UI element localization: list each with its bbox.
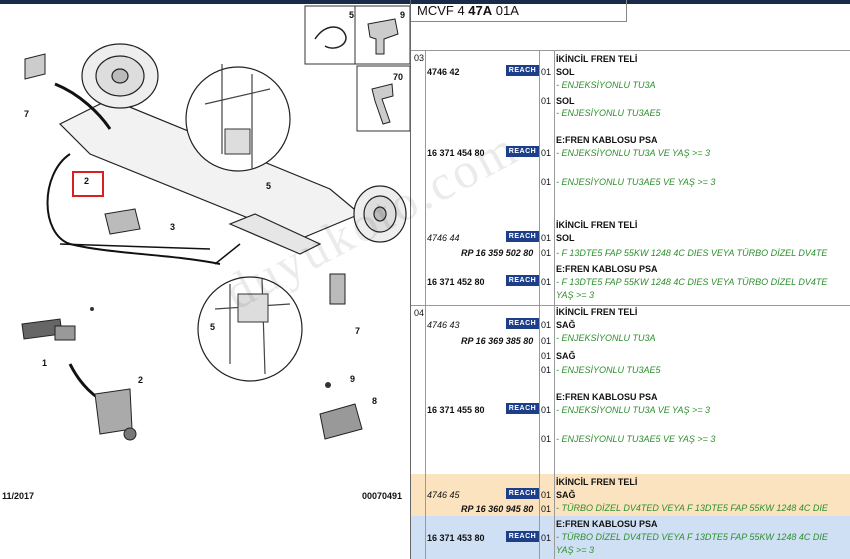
reach-badge: REACH — [506, 146, 539, 157]
callout-9b: 9 — [400, 10, 405, 20]
part-qty: 01 — [541, 405, 552, 415]
callout-3: 3 — [170, 222, 175, 232]
reach-badge: REACH — [506, 488, 539, 499]
drawing-number: 00070491 — [362, 491, 402, 501]
diagram-date: 11/2017 — [2, 491, 34, 501]
part-heading: E:FREN KABLOSU PSA — [556, 392, 658, 402]
callout-7a: 7 — [24, 109, 29, 119]
reach-badge: REACH — [506, 231, 539, 242]
part-line: - ENJESİYONLU TU3AE5 VE YAŞ >= 3 — [556, 434, 716, 444]
panel-divider — [410, 0, 411, 559]
callout-5b: 5 — [210, 322, 215, 332]
part-qty: 01 — [541, 490, 552, 500]
part-ref[interactable]: 16 371 452 80 — [427, 277, 485, 287]
group-code: 04 — [414, 308, 425, 318]
top-bar — [0, 0, 850, 4]
part-qty: 01 — [541, 434, 552, 444]
part-line: SOL — [556, 233, 575, 243]
part-line: - ENJEKSİYONLU TU3A VE YAŞ >= 3 — [556, 148, 711, 158]
part-qty: 01 — [541, 67, 552, 77]
part-line: - ENJEKSİYONLU TU3A VE YAŞ >= 3 — [556, 405, 711, 415]
part-line: - F 13DTE5 FAP 55KW 1248 4C DIES VEYA TÜ… — [556, 277, 828, 287]
catalog-title: MCVF 4 47A 01A — [411, 0, 627, 22]
part-heading: E:FREN KABLOSU PSA — [556, 519, 658, 529]
callout-1: 1 — [42, 358, 47, 368]
part-qty: 01 — [541, 533, 552, 543]
callout-70: 70 — [393, 72, 403, 82]
part-line: SAĞ — [556, 320, 576, 330]
part-line: YAŞ >= 3 — [556, 545, 595, 555]
part-heading: İKİNCİL FREN TELİ — [556, 307, 638, 317]
callout-7b: 7 — [355, 326, 360, 336]
callout-5a: 5 — [266, 181, 271, 191]
part-line: - ENJEKSİYONLU TU3A — [556, 80, 656, 90]
callout-4: 2 — [84, 176, 89, 186]
part-line: - ENJESİYONLU TU3AE5 — [556, 108, 661, 118]
part-qty: 01 — [541, 148, 552, 158]
part-ref[interactable]: 16 371 455 80 — [427, 405, 485, 415]
exploded-parts-diagram: 2 1 2 3 5 5 5 7 7 8 9 9 70 11/2017 00070… — [2, 5, 410, 501]
callout-8: 8 — [372, 396, 377, 406]
part-line: - ENJESİYONLU TU3AE5 — [556, 365, 661, 375]
part-ref[interactable]: 16 371 453 80 — [427, 533, 485, 543]
part-ref[interactable]: 4746 45 — [427, 490, 460, 500]
reach-badge: REACH — [506, 403, 539, 414]
group-code: 03 — [414, 53, 425, 63]
part-ref[interactable]: 4746 42 — [427, 67, 460, 77]
part-qty: 01 — [541, 233, 552, 243]
callout-2: 2 — [138, 375, 143, 385]
part-qty: 01 — [541, 248, 552, 258]
part-line: - F 13DTE5 FAP 55KW 1248 4C DIES VEYA TÜ… — [556, 248, 828, 258]
table-row-highlight-blue — [411, 516, 850, 559]
reach-badge: REACH — [506, 275, 539, 286]
part-heading: İKİNCİL FREN TELİ — [556, 54, 638, 64]
part-line: - ENJEKSİYONLU TU3A — [556, 333, 656, 343]
part-ref[interactable]: 4746 44 — [427, 233, 460, 243]
part-qty: 01 — [541, 277, 552, 287]
part-ref[interactable]: 4746 43 — [427, 320, 460, 330]
part-line: SAĞ — [556, 490, 576, 500]
callout-5c: 5 — [349, 10, 354, 20]
part-qty: 01 — [541, 177, 552, 187]
parts-list-panel: MCVF 4 47A 01A 03 04 4746 42 REACH 01 İK… — [411, 0, 850, 559]
reach-badge: REACH — [506, 318, 539, 329]
part-ref[interactable]: 16 371 454 80 — [427, 148, 485, 158]
part-qty: 01 — [541, 365, 552, 375]
part-line: SAĞ — [556, 351, 576, 361]
part-line: YAŞ >= 3 — [556, 290, 595, 300]
part-qty: 01 — [541, 96, 552, 106]
reach-badge: REACH — [506, 65, 539, 76]
part-line: - TÜRBO DİZEL DV4TED VEYA F 13DTE5 FAP 5… — [556, 532, 828, 542]
reach-badge: REACH — [506, 531, 539, 542]
replacement-ref[interactable]: RP 16 359 502 80 — [461, 248, 534, 258]
part-line: SOL — [556, 96, 575, 106]
callout-9a: 9 — [350, 374, 355, 384]
part-qty: 01 — [541, 336, 552, 346]
replacement-ref[interactable]: RP 16 360 945 80 — [461, 504, 534, 514]
part-line: SOL — [556, 67, 575, 77]
part-heading: E:FREN KABLOSU PSA — [556, 135, 658, 145]
part-qty: 01 — [541, 320, 552, 330]
part-line: - TÜRBO DİZEL DV4TED VEYA F 13DTE5 FAP 5… — [556, 503, 828, 513]
part-qty: 01 — [541, 351, 552, 361]
table-row-highlight-orange — [411, 474, 850, 516]
part-heading: E:FREN KABLOSU PSA — [556, 264, 658, 274]
replacement-ref[interactable]: RP 16 369 385 80 — [461, 336, 534, 346]
part-qty: 01 — [541, 504, 552, 514]
part-heading: İKİNCİL FREN TELİ — [556, 477, 638, 487]
part-heading: İKİNCİL FREN TELİ — [556, 220, 638, 230]
part-line: - ENJESİYONLU TU3AE5 VE YAŞ >= 3 — [556, 177, 716, 187]
